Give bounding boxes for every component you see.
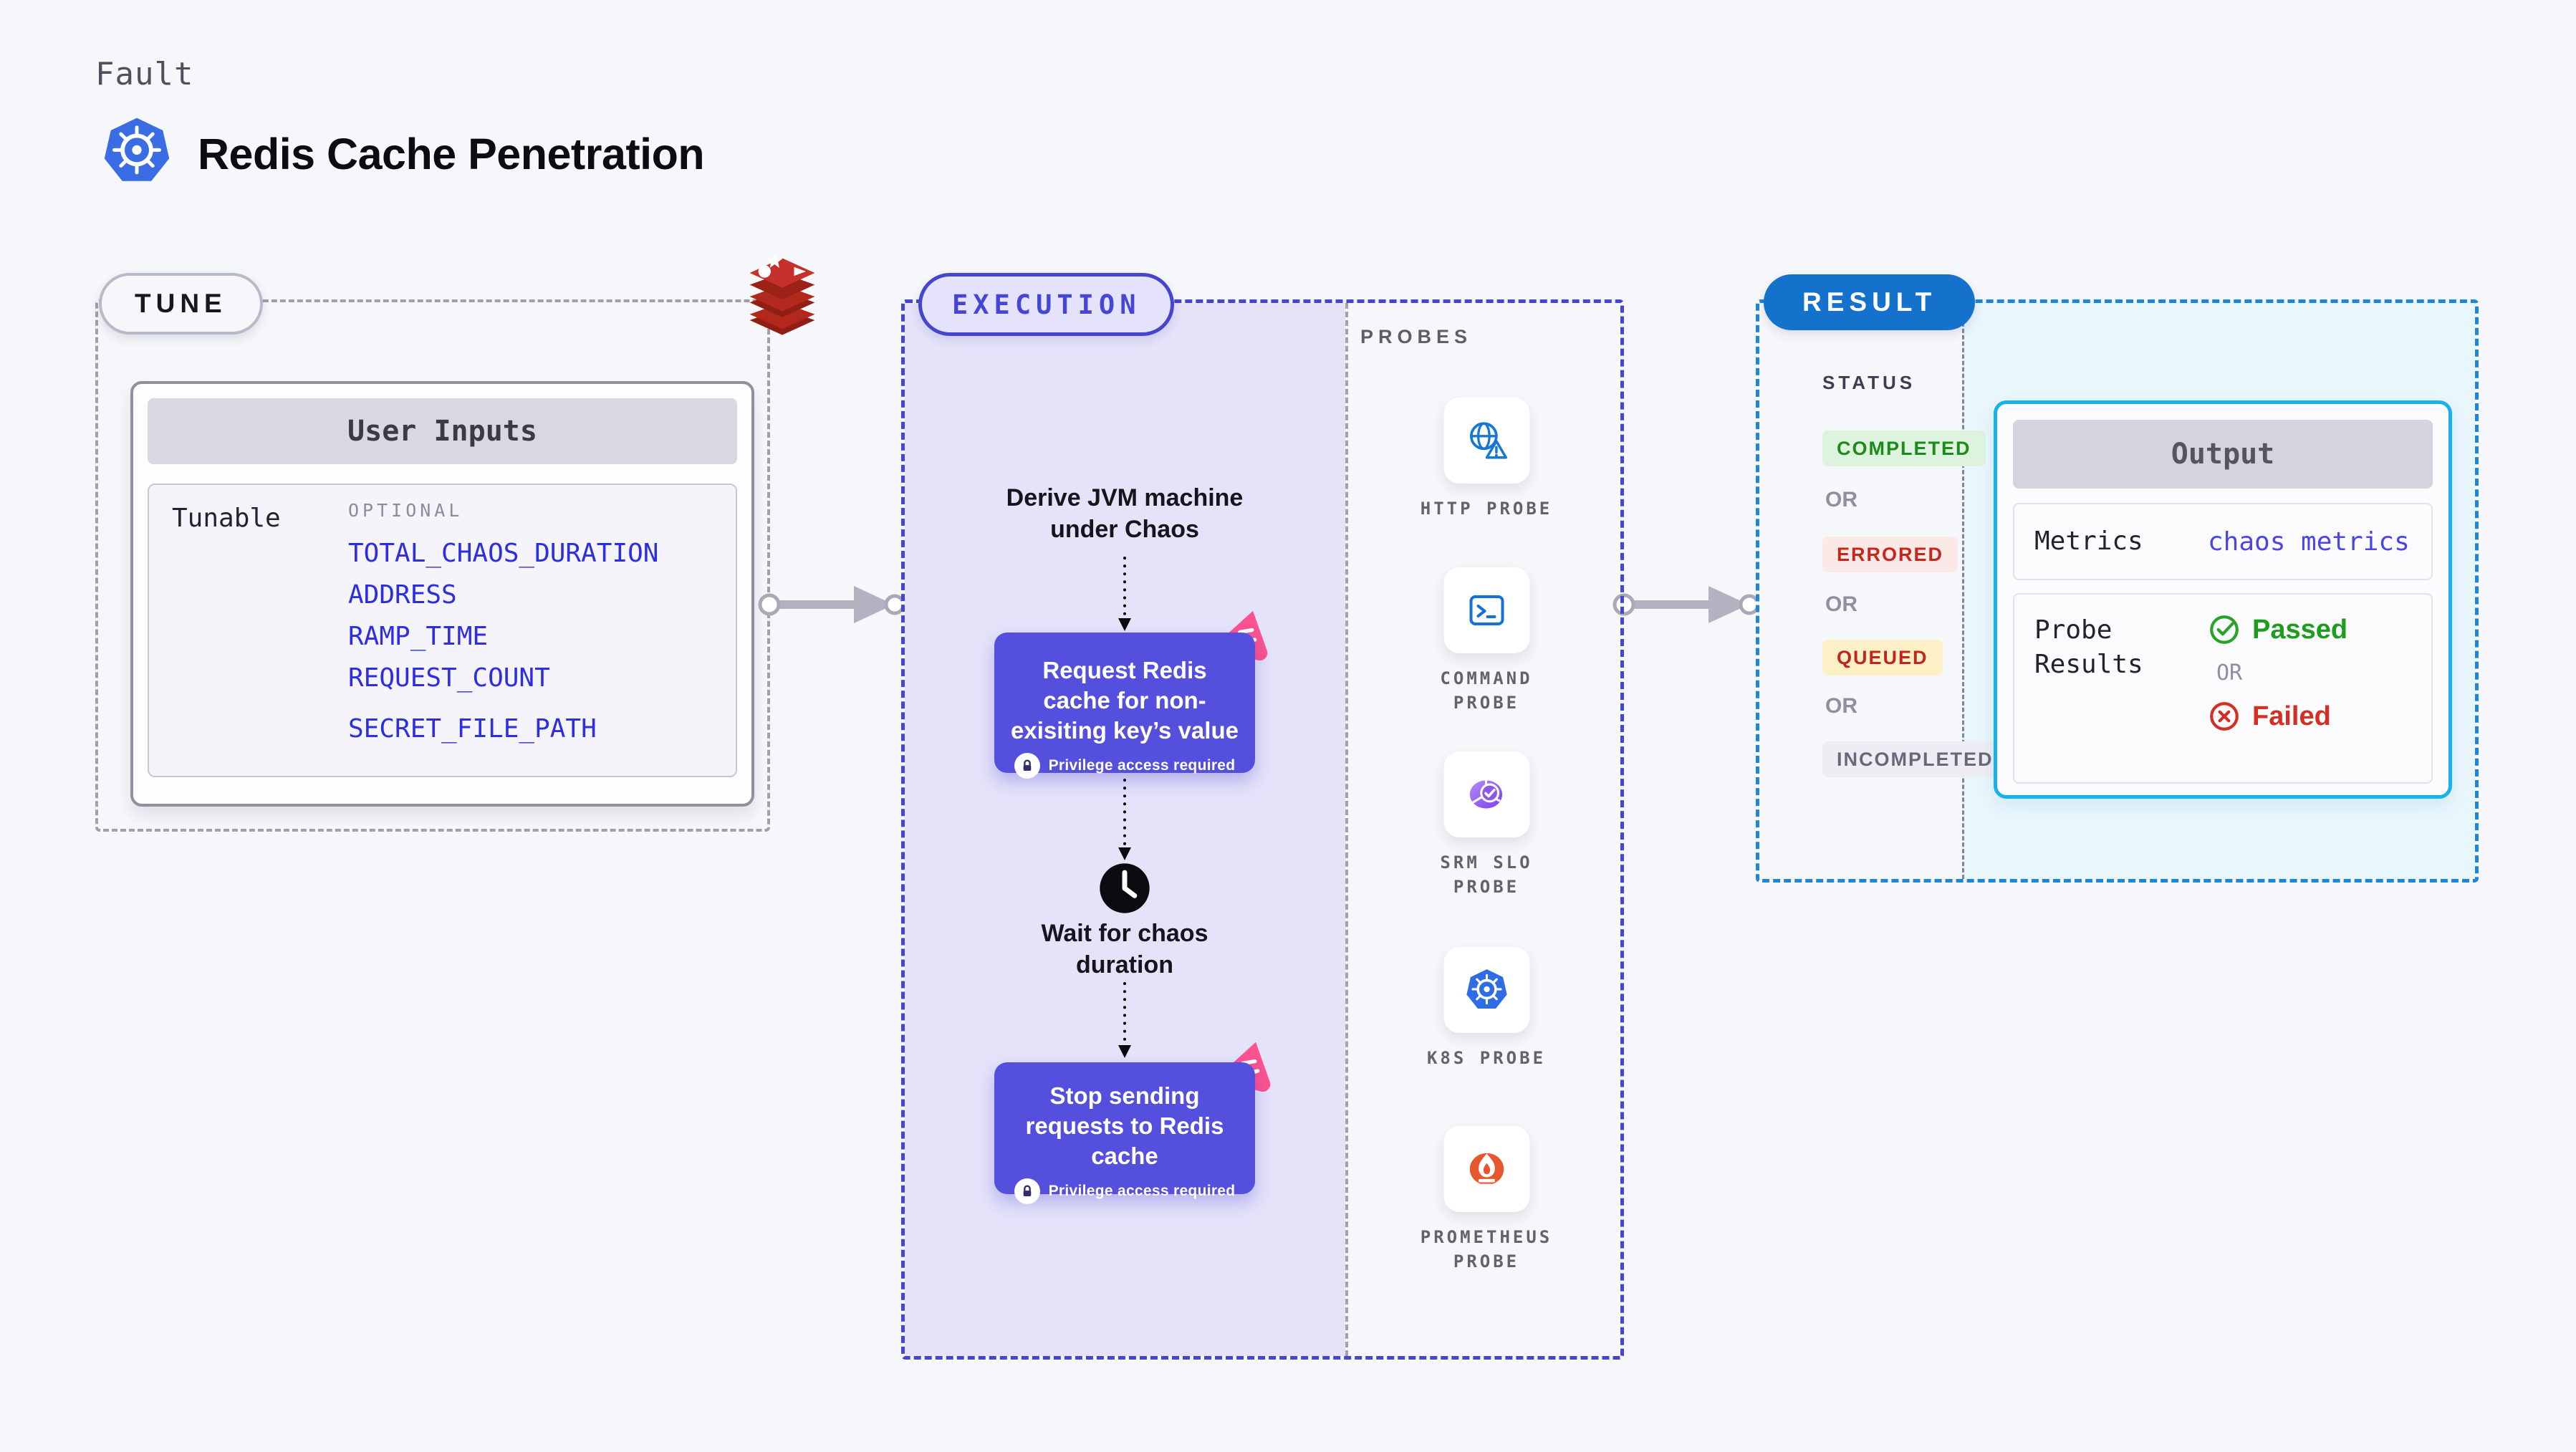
metrics-value: chaos metrics (2208, 527, 2410, 557)
clock-icon (1100, 863, 1150, 913)
env-var-request-count[interactable]: REQUEST_COUNT (348, 663, 550, 693)
result-badge: RESULT (1764, 274, 1976, 330)
kubernetes-icon (1466, 969, 1507, 1009)
flow-arrow-3 (1118, 982, 1131, 1058)
redis-icon (749, 252, 815, 335)
probe-card (1443, 751, 1529, 837)
probe-name: SRM SLO PROBE (1440, 852, 1533, 897)
or-separator: OR (2216, 660, 2243, 686)
wait-step (1098, 862, 1151, 915)
probe-name: K8S PROBE (1426, 1048, 1547, 1068)
flow-arrow-2 (1118, 779, 1131, 860)
probe-results-values: Passed OR Failed (2208, 613, 2347, 782)
or-separator: OR (1825, 488, 1857, 511)
optional-column-label: OPTIONAL (348, 500, 463, 521)
x-circle-icon (2210, 702, 2239, 731)
output-title: Output (2013, 420, 2433, 489)
or-separator: OR (1825, 694, 1857, 718)
step-request-redis: Request Redis cache for non-exisiting ke… (994, 633, 1255, 779)
tune-badge: TUNE (99, 273, 263, 335)
execution-section: Derive JVM machine under Chaos Request R… (901, 299, 1624, 1360)
passed-label: Passed (2252, 614, 2348, 645)
privilege-label: Privilege access required (1048, 1183, 1236, 1199)
probe-name: HTTP PROBE (1420, 499, 1553, 519)
tune-section (95, 299, 770, 832)
globe-alert-icon (1469, 422, 1507, 459)
user-inputs-title: User Inputs (148, 398, 737, 464)
failed-label: Failed (2252, 701, 2331, 731)
output-card: Output Metrics chaos metrics Probe Resul… (1994, 400, 2452, 799)
env-var-list: TOTAL_CHAOS_DURATION ADDRESS RAMP_TIME R… (348, 539, 658, 756)
probe-command: COMMAND PROBE (1410, 567, 1564, 715)
check-circle-icon (2210, 615, 2239, 644)
probe-k8s: K8S PROBE (1410, 947, 1564, 1070)
terminal-icon (1469, 595, 1504, 625)
status-badge-completed: COMPLETED (1822, 431, 1986, 466)
probe-http: HTTP PROBE (1410, 398, 1564, 521)
result-section: STATUS COMPLETED OR ERRORED OR QUEUED OR… (1756, 299, 2479, 883)
privilege-label: Privilege access required (1048, 757, 1236, 774)
flow-arrow-1 (1118, 557, 1131, 631)
env-var-secret-file-path[interactable]: SECRET_FILE_PATH (348, 714, 597, 744)
metrics-label: Metrics (2034, 527, 2143, 556)
probe-name: PROMETHEUS PROBE (1420, 1227, 1553, 1271)
tune-to-execution-arrow (758, 586, 901, 623)
status-badge-errored: ERRORED (1822, 537, 1959, 572)
step-stop-requests: Stop sending requests to Redis cache Pri… (994, 1062, 1255, 1204)
probe-prometheus: PROMETHEUS PROBE (1410, 1126, 1564, 1274)
passed-line: Passed (2208, 613, 2347, 646)
probe-card (1443, 398, 1529, 484)
probe-card (1443, 947, 1529, 1033)
privilege-row: Privilege access required (1007, 1178, 1242, 1204)
probes-divider (1345, 303, 1348, 1356)
lock-icon (1014, 753, 1040, 779)
probe-results-label: Probe Results (2034, 615, 2143, 679)
privilege-row: Privilege access required (1007, 753, 1242, 779)
fault-kicker: Fault (95, 56, 194, 92)
step-wait-label: Wait for chaos duration (1041, 920, 1208, 979)
execution-to-result-arrow (1613, 586, 1756, 623)
status-badge-incompleted: INCOMPLETED (1822, 741, 2008, 777)
probe-name: COMMAND PROBE (1440, 668, 1533, 713)
env-var-address[interactable]: ADDRESS (348, 580, 457, 610)
kubernetes-icon (104, 117, 170, 181)
failed-line: Failed (2208, 700, 2347, 733)
metrics-row: Metrics chaos metrics (2013, 503, 2433, 580)
step-request-label: Request Redis cache for non-exisiting ke… (1011, 657, 1239, 744)
execution-badge: EXECUTION (918, 273, 1175, 336)
status-heading: STATUS (1822, 372, 1916, 393)
status-badge-queued: QUEUED (1822, 640, 1943, 675)
probes-label: PROBES (1360, 326, 1473, 347)
prometheus-icon (1469, 1153, 1504, 1187)
slo-donut-check-icon (1469, 779, 1502, 809)
probe-results-row: Probe Results Passed OR Failed (2013, 593, 2433, 784)
user-inputs-list: Tunable OPTIONAL TOTAL_CHAOS_DURATION AD… (148, 484, 737, 777)
user-inputs-card: User Inputs Tunable OPTIONAL TOTAL_CHAOS… (130, 381, 754, 807)
page-title: Redis Cache Penetration (198, 130, 705, 178)
probe-card (1443, 567, 1529, 653)
probe-srm-slo: SRM SLO PROBE (1410, 751, 1564, 899)
step-stop-label: Stop sending requests to Redis cache (1025, 1082, 1224, 1169)
env-var-total-chaos-duration[interactable]: TOTAL_CHAOS_DURATION (348, 539, 659, 568)
step-derive-label: Derive JVM machine under Chaos (1006, 484, 1244, 543)
or-separator: OR (1825, 592, 1857, 616)
probe-card (1443, 1126, 1529, 1212)
env-var-ramp-time[interactable]: RAMP_TIME (348, 622, 489, 651)
lock-icon (1014, 1178, 1040, 1204)
tunable-row-label: Tunable (172, 504, 281, 533)
